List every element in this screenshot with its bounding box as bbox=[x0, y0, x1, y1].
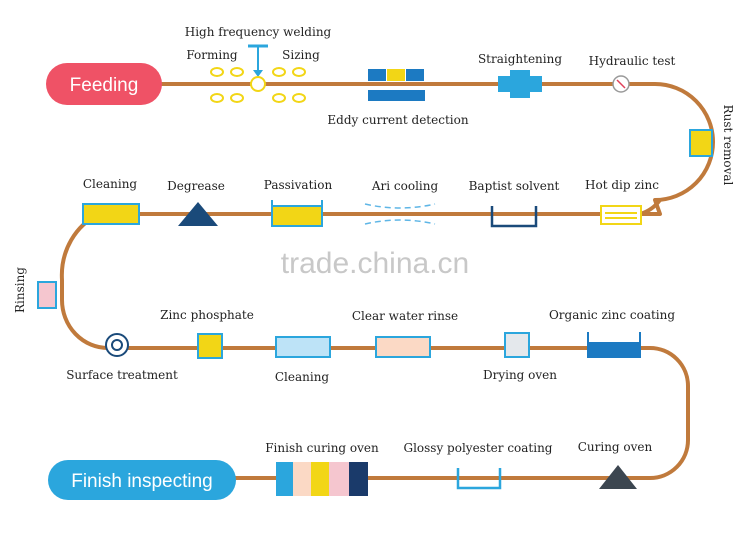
organic-zinc-coating-label: Organic zinc coating bbox=[549, 308, 675, 322]
eddy-current-station: Eddy current detection bbox=[327, 69, 469, 127]
zinc-phosphate-box bbox=[197, 333, 223, 359]
hydraulic-test-station: Hydraulic test bbox=[589, 54, 676, 93]
hot-dip-zinc-station: Hot dip zinc bbox=[585, 178, 659, 225]
straightening-block-h bbox=[498, 76, 542, 92]
forming-rollers bbox=[210, 67, 244, 103]
finish-curing-oven-segment-4 bbox=[329, 462, 349, 496]
eddy-current-label: Eddy current detection bbox=[327, 113, 468, 127]
cleaning-2-label: Cleaning bbox=[275, 370, 330, 384]
rinsing-station: Rinsing bbox=[13, 267, 57, 313]
finish-inspecting-label: Finish inspecting bbox=[71, 471, 213, 492]
finish-curing-oven-station: Finish curing oven bbox=[265, 441, 379, 496]
polyester-tank-icon bbox=[456, 468, 502, 490]
eddy-current-box-2 bbox=[387, 69, 405, 81]
drying-oven-station: Drying oven bbox=[483, 332, 557, 382]
high-frequency-welding-label: High frequency welding bbox=[185, 25, 332, 39]
rust-removal-box bbox=[689, 129, 713, 157]
eddy-current-box-1 bbox=[368, 69, 386, 81]
sizing-label: Sizing bbox=[282, 48, 320, 62]
surface-treatment-label: Surface treatment bbox=[66, 368, 178, 382]
zinc-phosphate-station: Zinc phosphate bbox=[160, 308, 254, 359]
sizing-rollers bbox=[272, 67, 306, 103]
finish-curing-oven-label: Finish curing oven bbox=[265, 441, 379, 455]
surface-treatment-station: Surface treatment bbox=[66, 333, 178, 382]
cleaning-2-station: Cleaning bbox=[275, 336, 331, 384]
degrease-station: Degrease bbox=[167, 179, 225, 226]
rinsing-box bbox=[37, 281, 57, 309]
passivation-station: Passivation bbox=[264, 178, 333, 227]
cleaning-1-station: Cleaning bbox=[82, 177, 140, 225]
feeding-pill bbox=[46, 63, 162, 105]
finish-inspecting-pill bbox=[48, 460, 236, 500]
curing-oven-label: Curing oven bbox=[578, 440, 653, 454]
organic-zinc-coating-tank bbox=[588, 342, 640, 358]
clear-water-rinse-box bbox=[375, 336, 431, 358]
air-cooling-station: Ari cooling bbox=[364, 179, 439, 225]
curing-oven-triangle-icon bbox=[599, 465, 637, 489]
glossy-polyester-coating-label: Glossy polyester coating bbox=[404, 441, 553, 455]
welding-arrow-icon bbox=[253, 70, 263, 77]
cleaning-1-box bbox=[82, 203, 140, 225]
welding-station: High frequency welding Forming Sizing bbox=[185, 25, 332, 103]
rust-removal-station: Rust removal bbox=[689, 105, 735, 186]
glossy-polyester-coating-station: Glossy polyester coating bbox=[404, 441, 553, 490]
cleaning-2-box bbox=[275, 336, 331, 358]
welding-point-icon bbox=[250, 76, 266, 92]
hot-dip-zinc-label: Hot dip zinc bbox=[585, 178, 659, 192]
forming-label: Forming bbox=[186, 48, 238, 62]
drying-oven-label: Drying oven bbox=[483, 368, 557, 382]
baptist-solvent-station: Baptist solvent bbox=[469, 179, 560, 228]
degrease-triangle-icon bbox=[178, 202, 218, 226]
watermark: trade.china.cn bbox=[281, 247, 469, 280]
organic-zinc-coating-station: Organic zinc coating bbox=[549, 308, 675, 358]
finish-curing-oven-segment-1 bbox=[276, 462, 293, 496]
finish-curing-oven-segment-2 bbox=[293, 462, 311, 496]
feeding-start: Feeding bbox=[46, 63, 162, 105]
zinc-phosphate-label: Zinc phosphate bbox=[160, 308, 254, 322]
pressure-gauge-needle bbox=[616, 79, 626, 89]
straightening-label: Straightening bbox=[478, 52, 562, 66]
air-flow-icon bbox=[364, 203, 436, 225]
passivation-tank bbox=[271, 205, 323, 227]
straightening-station: Straightening bbox=[478, 52, 562, 98]
passivation-label: Passivation bbox=[264, 178, 333, 192]
hot-dip-zinc-box bbox=[600, 205, 642, 225]
degrease-label: Degrease bbox=[167, 179, 225, 193]
air-cooling-label: Ari cooling bbox=[371, 179, 439, 193]
cleaning-1-label: Cleaning bbox=[83, 177, 138, 191]
finish-curing-oven-segment-5 bbox=[349, 462, 368, 496]
finish-curing-oven-segment-3 bbox=[311, 462, 329, 496]
feeding-label: Feeding bbox=[70, 75, 139, 96]
baptist-solvent-label: Baptist solvent bbox=[469, 179, 560, 193]
clear-water-rinse-label: Clear water rinse bbox=[352, 309, 458, 323]
process-pipe bbox=[59, 82, 715, 480]
solvent-tank-icon bbox=[490, 206, 538, 228]
clear-water-rinse-station: Clear water rinse bbox=[352, 309, 458, 358]
hydraulic-test-label: Hydraulic test bbox=[589, 54, 676, 68]
eddy-current-box-3 bbox=[406, 69, 424, 81]
drying-oven-box bbox=[504, 332, 530, 358]
curing-oven-station: Curing oven bbox=[578, 440, 653, 489]
rust-removal-label: Rust removal bbox=[721, 105, 735, 186]
rinsing-label: Rinsing bbox=[13, 267, 27, 313]
finish-inspecting-end: Finish inspecting bbox=[48, 460, 236, 500]
surface-treatment-icon bbox=[105, 333, 129, 357]
eddy-current-bar bbox=[368, 90, 425, 101]
